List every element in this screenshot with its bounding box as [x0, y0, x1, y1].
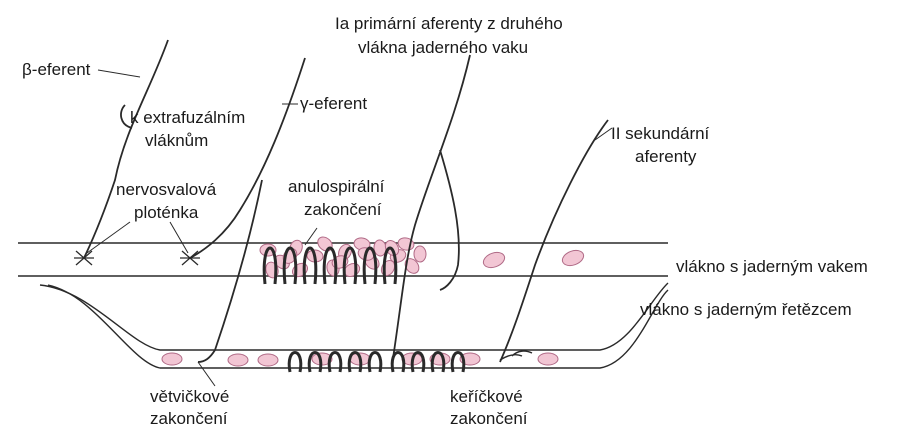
nucleus	[162, 353, 182, 365]
end-plate-label-line1: nervosvalová	[116, 180, 216, 200]
extrafusal-label-line2: vláknům	[145, 131, 208, 151]
branch-ending-label-line1: větvičkové	[150, 387, 229, 407]
beta-efferent-label: β-eferent	[22, 60, 90, 80]
nucleus	[560, 248, 585, 269]
ia-afferent-fiber	[392, 55, 470, 365]
ii-afferent-fiber	[500, 120, 608, 362]
ia-afferent-label-line2: vlákna jaderného vaku	[358, 38, 528, 58]
end-plate-label-line2: ploténka	[134, 203, 198, 223]
end-plate-1	[74, 251, 94, 265]
ia-afferent-label-line1: Ia primární aferenty z druhého	[335, 14, 563, 34]
annulospiral-label-line2: zakončení	[304, 200, 382, 220]
ii-afferent-label-line1: II sekundární	[611, 124, 709, 144]
nucleus	[258, 354, 278, 366]
bag-nuclei	[260, 234, 586, 279]
coil	[289, 353, 301, 373]
gamma-efferent-label: γ-eferent	[300, 94, 367, 114]
extrafusal-label-line1: k extrafuzálním	[130, 108, 245, 128]
nucleus	[228, 354, 248, 366]
annulospiral-label-line1: anulospirální	[288, 177, 384, 197]
branch-ending-label-line2: zakončení	[150, 409, 228, 429]
coil	[369, 353, 381, 373]
nucleus	[481, 250, 506, 271]
chain-fiber-label: vlákno s jaderným řetězcem	[640, 300, 852, 320]
nucleus	[538, 353, 558, 365]
ii-afferent-label-line2: aferenty	[635, 147, 696, 167]
bush-ending-label-line1: keříčkové	[450, 387, 523, 407]
bush-ending-label-line2: zakončení	[450, 409, 528, 429]
bag-fiber-label: vlákno s jaderným vakem	[676, 257, 868, 277]
nucleus	[414, 246, 426, 262]
